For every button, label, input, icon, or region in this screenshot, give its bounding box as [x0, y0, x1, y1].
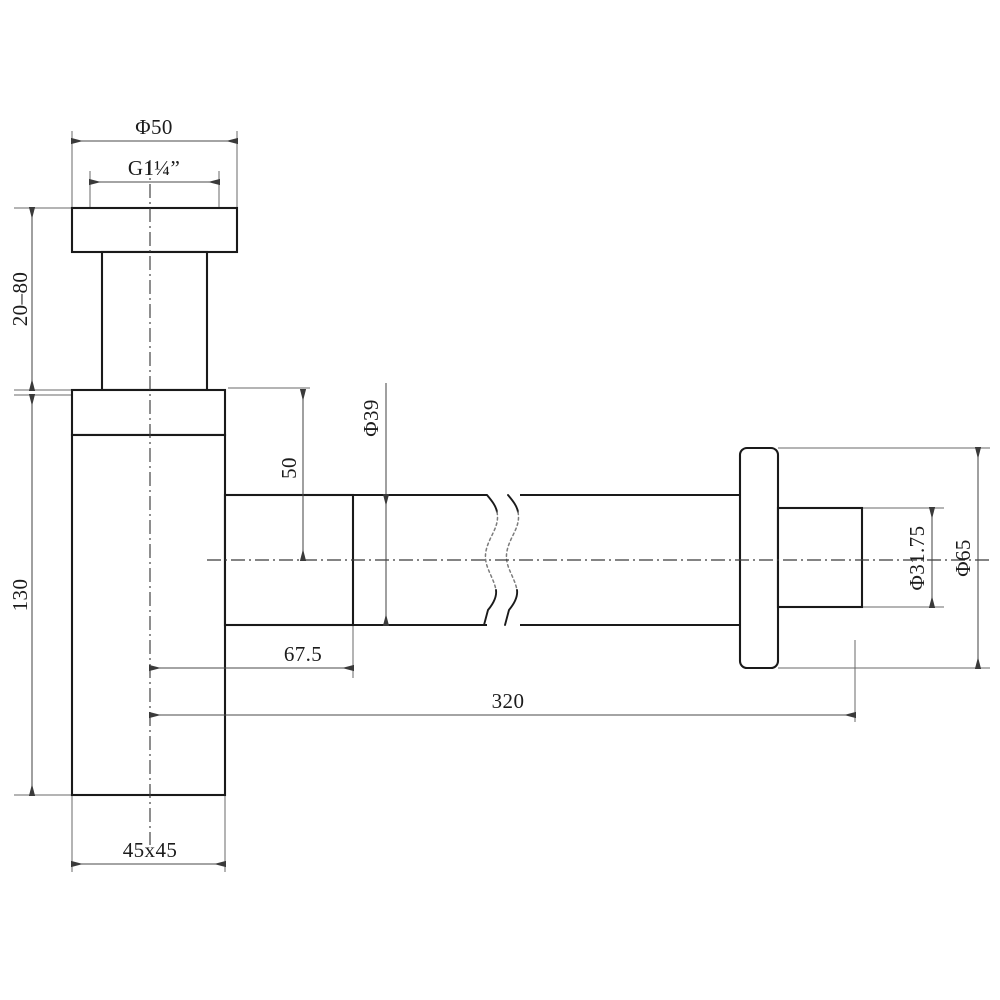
dim-phi50: Φ50 [71, 115, 238, 145]
dim-label-outlet-height: 50 [277, 457, 301, 479]
dim-body-height: 130 [8, 394, 36, 796]
trap-body-collar [70, 388, 227, 437]
dim-phi3175: Φ31.75 [905, 507, 936, 608]
dim-thread: G1¼” [89, 156, 220, 186]
wall-pipe [776, 506, 864, 609]
horizontal-pipe-right [520, 494, 745, 626]
dim-label-outlet-offset: 67.5 [284, 642, 322, 666]
dim-label-body-height: 130 [8, 579, 32, 612]
pipe-break-symbol [483, 494, 520, 626]
top-flange [70, 206, 239, 254]
dim-label-phi50: Φ50 [135, 115, 173, 139]
part-geometry [70, 206, 864, 797]
dim-label-phi65: Φ65 [951, 539, 975, 577]
dim-label-total-length: 320 [492, 689, 525, 713]
dim-label-phi39: Φ39 [359, 399, 383, 437]
dim-outlet-height: 50 [277, 389, 307, 561]
center-lines [149, 160, 990, 845]
dim-outlet-offset: 67.5 [149, 642, 354, 672]
dim-total-length: 320 [149, 689, 856, 719]
wall-flange [738, 446, 780, 670]
dim-phi39: Φ39 [359, 383, 390, 626]
dim-label-body-section: 45x45 [123, 838, 178, 862]
trap-body-main [70, 433, 227, 797]
dim-label-phi3175: Φ31.75 [905, 525, 929, 590]
dim-label-thread: G1¼” [128, 156, 180, 180]
adjustable-tailpiece [100, 250, 209, 392]
dim-phi65: Φ65 [951, 447, 982, 669]
dim-body-section: 45x45 [71, 838, 226, 868]
dim-tailpiece: 20–80 [8, 207, 36, 391]
dim-label-tailpiece: 20–80 [8, 272, 32, 327]
horizontal-pipe-left [353, 494, 487, 626]
